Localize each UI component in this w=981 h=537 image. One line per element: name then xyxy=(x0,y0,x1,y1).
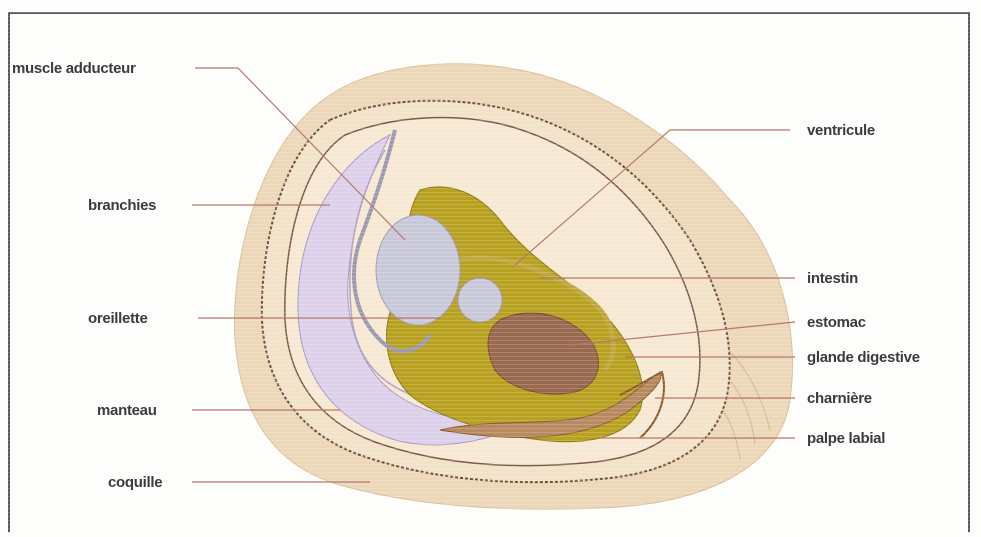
label-intestin: intestin xyxy=(807,270,858,287)
label-charniere: charnière xyxy=(807,390,872,407)
label-ventricule: ventricule xyxy=(807,122,875,139)
label-muscle-adducteur: muscle adducteur xyxy=(12,60,136,77)
label-glande-digestive: glande digestive xyxy=(807,349,920,366)
label-branchies: branchies xyxy=(88,197,156,214)
label-coquille: coquille xyxy=(108,474,162,491)
label-estomac: estomac xyxy=(807,314,866,331)
label-oreillette: oreillette xyxy=(88,310,148,327)
label-palpe-labial: palpe labial xyxy=(807,430,885,447)
label-manteau: manteau xyxy=(97,402,157,419)
